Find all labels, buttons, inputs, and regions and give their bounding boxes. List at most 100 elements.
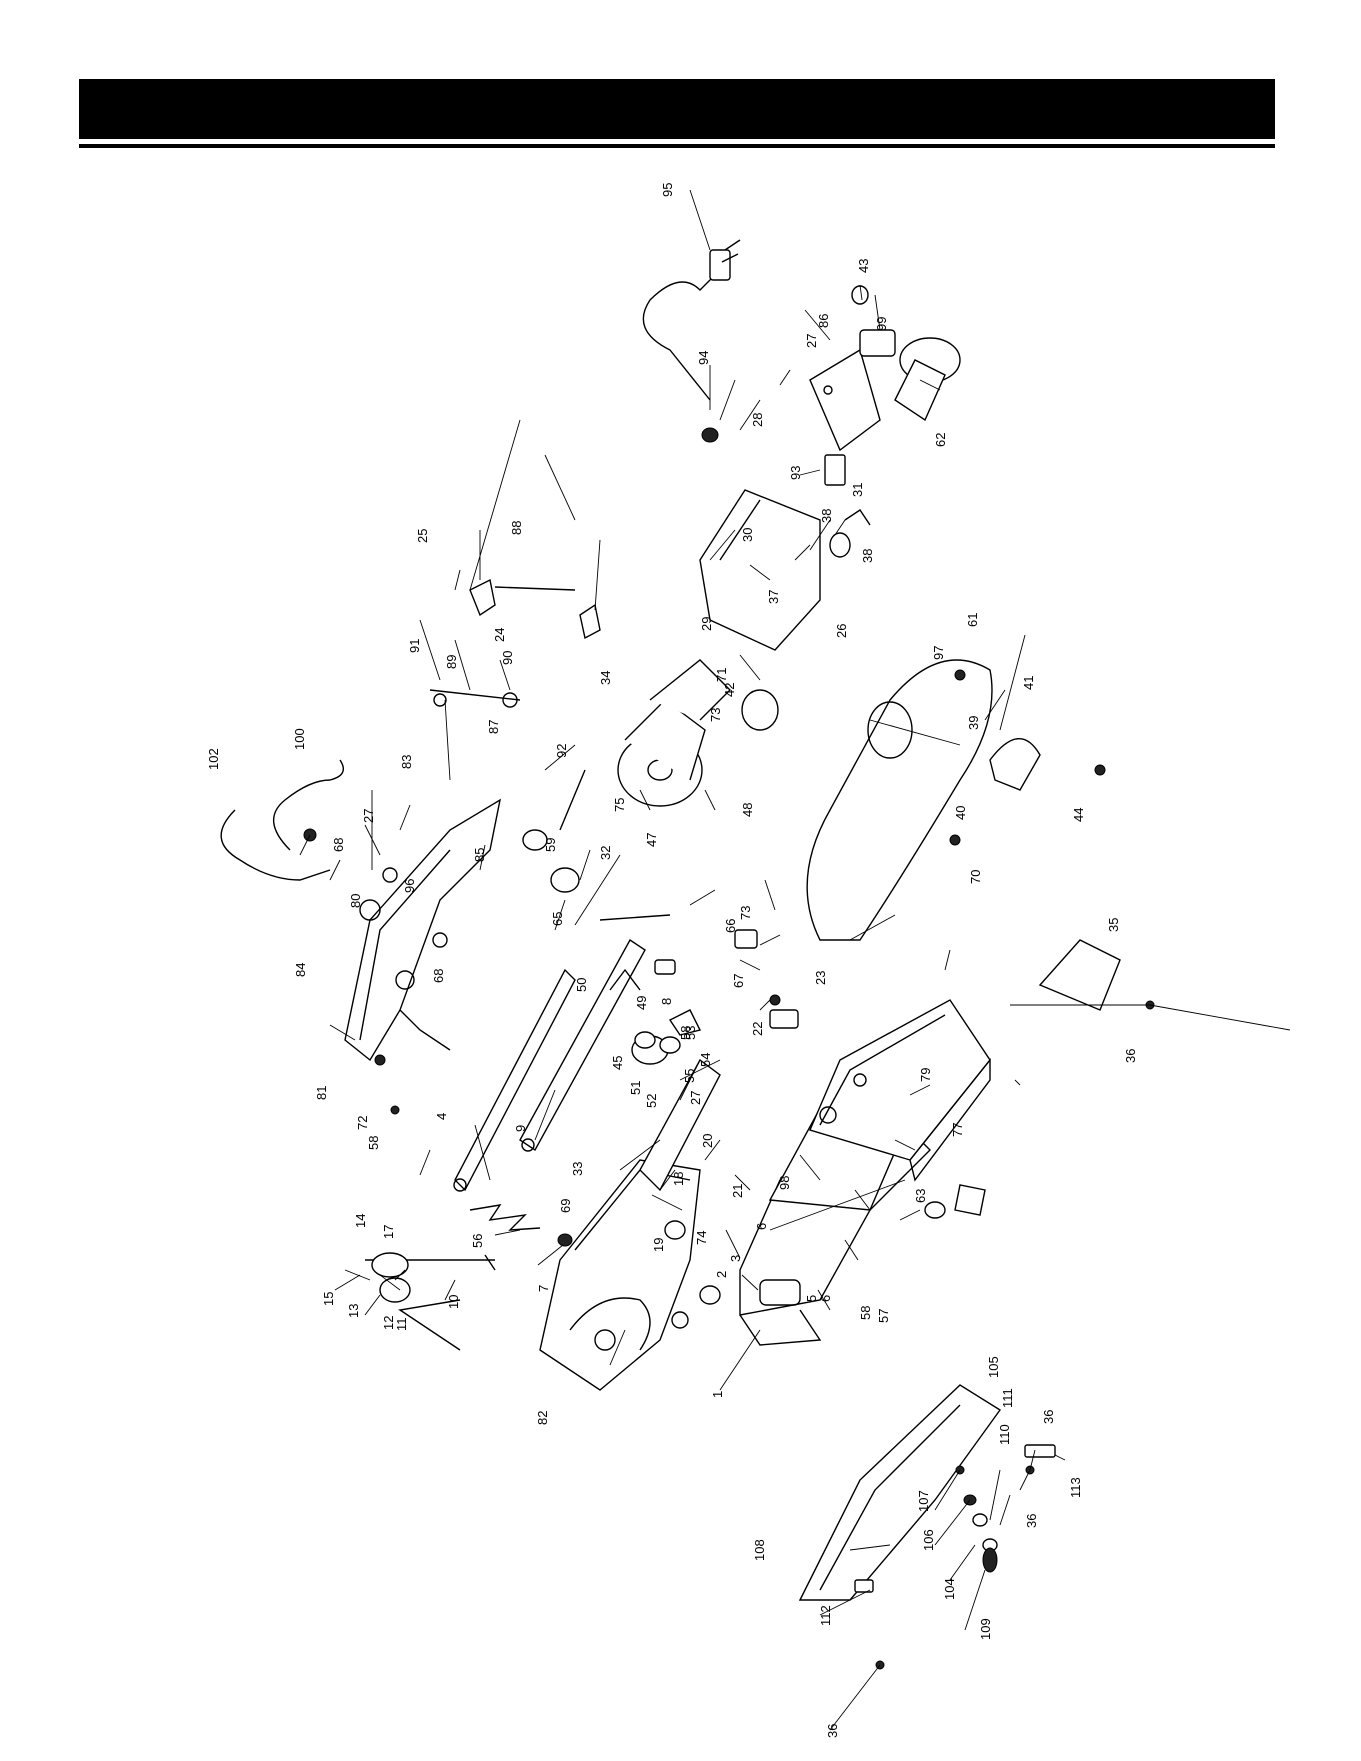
callout-43: 43 [856,259,871,273]
callout-63: 63 [913,1189,928,1203]
power-cord-95 [642,239,741,401]
callout-11: 11 [394,1318,409,1332]
callout-98: 98 [777,1176,792,1190]
callout-95: 95 [660,183,675,197]
callout-36d: 36 [825,1724,840,1738]
rear-housing [699,348,881,651]
callout-36c: 36 [1024,1514,1039,1528]
callout-94: 94 [696,351,711,365]
callout-102: 102 [206,748,221,770]
callout-23: 23 [813,971,828,985]
dust-box-35 [1038,939,1121,1011]
callout-58c: 58 [858,1306,873,1320]
callout-108: 108 [752,1539,767,1561]
callout-4: 4 [434,1113,449,1120]
callout-6a: 6 [754,1223,769,1230]
callout-12: 12 [381,1316,396,1330]
callout-73b: 73 [738,906,753,920]
callout-88: 88 [509,521,524,535]
callout-96: 96 [402,879,417,893]
callout-54: 54 [698,1053,713,1067]
callout-69: 69 [558,1199,573,1213]
callout-59: 59 [543,838,558,852]
callout-36b: 36 [1041,1410,1056,1424]
callout-6b: 6 [818,1295,833,1302]
callout-107: 107 [916,1490,931,1512]
callout-100: 100 [292,728,307,750]
callout-92: 92 [554,744,569,758]
callout-53: 53 [683,1026,698,1040]
callout-19: 19 [651,1238,666,1252]
callout-42: 42 [722,683,737,697]
callout-91: 91 [407,639,422,653]
callout-38a: 38 [819,509,834,523]
callout-77: 77 [950,1123,965,1137]
callout-97: 97 [931,646,946,660]
callout-47: 47 [644,833,659,847]
callout-36a: 36 [1123,1049,1138,1063]
saw-arm-upper [344,798,501,1062]
capacitor-62 [894,337,961,422]
callout-68a: 68 [331,838,346,852]
callout-5: 5 [804,1295,819,1302]
callout-15: 15 [321,1292,336,1306]
callout-37: 37 [766,590,781,604]
coil-cord-100 [272,759,344,851]
callout-1: 1 [710,1391,725,1398]
callout-55: 55 [682,1069,697,1083]
callout-35: 35 [1106,918,1121,932]
callout-106: 106 [921,1529,936,1551]
callout-29: 29 [699,617,714,631]
callout-86: 86 [816,314,831,328]
callout-24: 24 [492,628,507,642]
blade-guard-108 [798,1384,1002,1601]
callout-18: 18 [671,1172,686,1186]
table-top-39 [806,659,993,941]
callout-111: 111 [1000,1388,1015,1408]
callout-45: 45 [610,1056,625,1070]
callout-72: 72 [355,1116,370,1130]
callout-58a: 58 [366,1136,381,1150]
callout-51: 51 [628,1081,643,1095]
callout-67: 67 [731,974,746,988]
callout-labels: 1 2 3 4 5 6 6 7 8 9 10 11 12 13 14 15 17… [206,183,1138,1738]
callout-62: 62 [933,433,948,447]
callout-57: 57 [876,1309,891,1323]
callout-17: 17 [381,1225,396,1239]
callout-25: 25 [415,529,430,543]
callout-85: 85 [472,848,487,862]
callout-38b: 38 [860,549,875,563]
callout-87: 87 [486,720,501,734]
callout-8: 8 [659,998,674,1005]
callout-71: 71 [714,668,729,682]
header-band [79,79,1275,139]
callout-58b: 58 [678,1026,693,1040]
callout-28: 28 [750,413,765,427]
callout-39: 39 [966,716,981,730]
callout-27a: 27 [361,809,376,823]
callout-84: 84 [293,963,308,977]
guide-rails [453,938,646,1192]
callout-66: 66 [723,919,738,933]
callout-2: 2 [714,1271,729,1278]
callout-10: 10 [446,1295,461,1309]
callout-89: 89 [444,655,459,669]
callout-27b: 27 [688,1091,703,1105]
callout-14: 14 [353,1214,368,1228]
callout-3: 3 [728,1255,743,1262]
small-parts [303,285,1155,1670]
motor-assembly [617,659,779,807]
callout-83: 83 [399,755,414,769]
callout-48: 48 [740,803,755,817]
callout-20: 20 [700,1134,715,1148]
callout-110: 110 [997,1424,1012,1445]
callout-7: 7 [536,1285,551,1292]
callout-99: 99 [874,317,889,331]
callout-90: 90 [500,651,515,665]
tilt-scale-41 [989,738,1041,791]
callout-22: 22 [750,1022,765,1036]
callout-44: 44 [1071,808,1086,822]
callout-81: 81 [314,1086,329,1100]
callout-109: 109 [978,1618,993,1640]
callout-104: 104 [942,1578,957,1600]
